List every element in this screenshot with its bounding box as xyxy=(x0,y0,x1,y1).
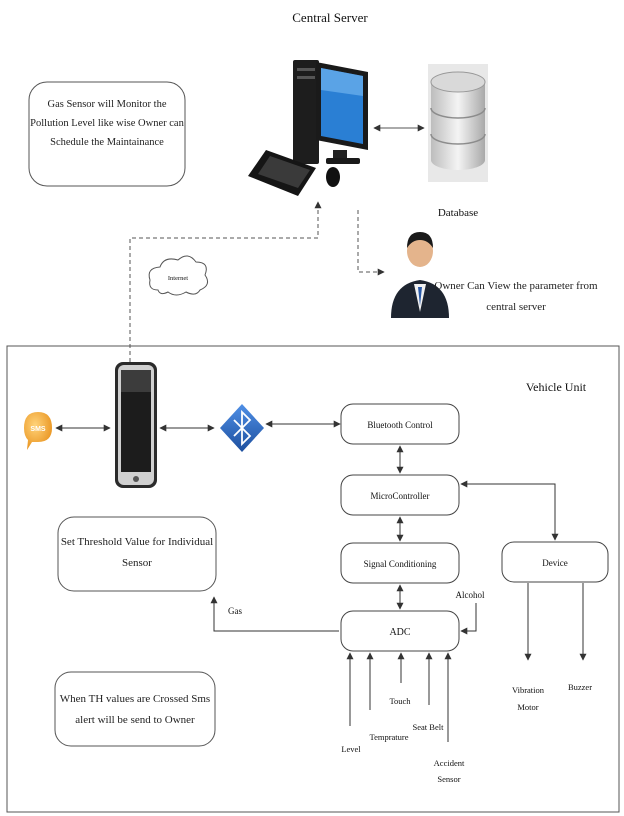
note-sms-alert: When TH values are Crossed Sms alert wil… xyxy=(54,671,216,747)
svg-text:Gas Sensor will Monitor the: Gas Sensor will Monitor the xyxy=(48,99,167,110)
accident-sensor-label-2: Sensor xyxy=(437,774,460,784)
svg-text:Set Threshold Value for Indivi: Set Threshold Value for Individual xyxy=(61,536,213,548)
database-icon xyxy=(428,64,488,182)
svg-text:SMS: SMS xyxy=(30,426,46,433)
bluetooth-control-block: Bluetooth Control xyxy=(340,403,460,445)
svg-text:ADC: ADC xyxy=(389,627,410,638)
owner-view-line-2: central server xyxy=(486,301,546,313)
svg-text:When TH values are Crossed Sms: When TH values are Crossed Sms xyxy=(60,693,210,705)
svg-text:Sensor: Sensor xyxy=(122,557,152,569)
phone-server-link xyxy=(129,201,322,362)
temperature-label: Temprature xyxy=(369,732,408,742)
database-label: Database xyxy=(438,207,478,219)
central-server-title: Central Server xyxy=(292,10,368,25)
svg-text:Schedule the Maintainance: Schedule the Maintainance xyxy=(50,137,164,148)
vehicle-unit-title: Vehicle Unit xyxy=(526,380,587,394)
smartphone-icon xyxy=(115,362,157,488)
adc-block: ADC xyxy=(340,610,460,652)
microcontroller-block: MicroController xyxy=(340,474,460,516)
buzzer-label: Buzzer xyxy=(568,682,592,692)
gas-label: Gas xyxy=(228,606,242,616)
sms-icon: SMS xyxy=(24,412,52,450)
svg-text:Bluetooth Control: Bluetooth Control xyxy=(367,420,433,430)
svg-text:MicroController: MicroController xyxy=(371,491,430,501)
alcohol-label: Alcohol xyxy=(456,590,485,600)
svg-text:Pollution Level like wise Owne: Pollution Level like wise Owner can xyxy=(30,118,184,129)
computer-icon xyxy=(248,60,368,196)
device-block: Device xyxy=(501,541,609,583)
gas-link xyxy=(210,596,339,632)
alcohol-input-arrow xyxy=(460,603,477,635)
touch-label: Touch xyxy=(389,696,411,706)
vibration-motor-label-1: Vibration xyxy=(512,685,545,695)
accident-sensor-label-1: Accident xyxy=(434,758,465,768)
svg-text:Internet: Internet xyxy=(168,275,188,282)
signal-conditioning-block: Signal Conditioning xyxy=(340,542,460,584)
owner-icon xyxy=(391,232,449,318)
vehicle-unit-frame xyxy=(6,345,620,813)
vibration-motor-label-2: Motor xyxy=(517,702,538,712)
micro-device-link xyxy=(460,480,559,541)
internet-cloud-icon: Internet xyxy=(148,255,209,296)
owner-view-line-1: Owner Can View the parameter from xyxy=(434,280,598,292)
svg-text:alert will be send to Owner: alert will be send to Owner xyxy=(75,714,195,726)
seat-belt-label: Seat Belt xyxy=(413,722,445,732)
bluetooth-icon xyxy=(220,404,264,452)
note-threshold: Set Threshold Value for Individual Senso… xyxy=(57,516,217,592)
note-gas-monitor: Gas Sensor will Monitor the Pollution Le… xyxy=(28,81,186,187)
svg-text:Signal Conditioning: Signal Conditioning xyxy=(364,559,437,569)
level-label: Level xyxy=(341,744,361,754)
server-owner-link xyxy=(357,210,385,276)
svg-text:Device: Device xyxy=(542,558,567,568)
